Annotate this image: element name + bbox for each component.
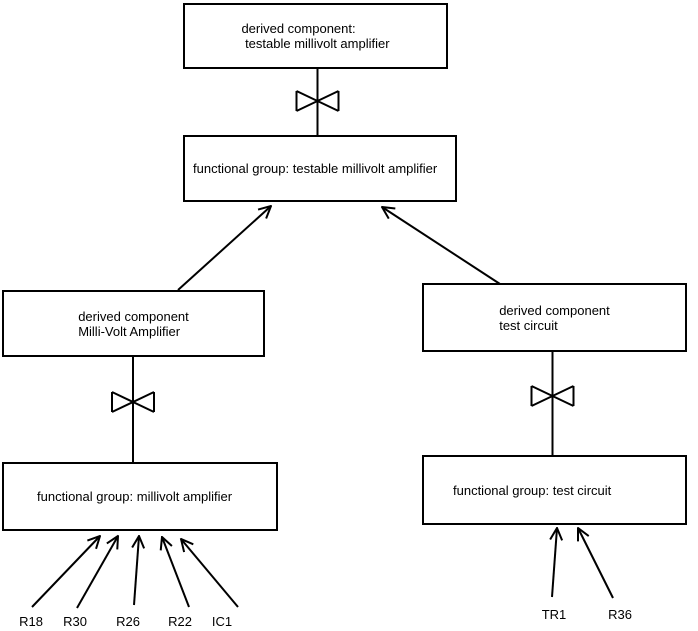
arrow-rightderived-to-topfunctional — [382, 207, 501, 285]
node-label: functional group: test circuit — [453, 482, 612, 498]
node-label: derived component test circuit — [499, 302, 610, 333]
arrow-leftderived-to-topfunctional — [177, 206, 271, 291]
arrow-r30 — [76, 536, 118, 609]
component-label-tr1: TR1 — [541, 607, 567, 622]
bowtie-icon — [530, 385, 575, 407]
node-label: functional group: millivolt amplifier — [37, 489, 233, 504]
node-functional-group-test-circuit: functional group: test circuit — [422, 455, 687, 525]
node-derived-test-circuit: derived component test circuit — [422, 283, 687, 352]
node-derived-milli-volt-amplifier: derived component Milli-Volt Amplifier — [2, 290, 265, 357]
node-label: derived component: testable millivolt am… — [241, 21, 390, 51]
bowtie-icon — [295, 90, 340, 112]
arrow-r26 — [134, 536, 139, 606]
component-label-r18: R18 — [19, 614, 43, 629]
arrow-ic1 — [181, 539, 239, 608]
node-functional-group-millivolt-amplifier: functional group: millivolt amplifier — [2, 462, 278, 531]
node-derived-testable-millivolt-amplifier: derived component: testable millivolt am… — [183, 3, 448, 69]
component-label-ic1: IC1 — [211, 614, 233, 629]
node-functional-group-testable-millivolt-amplifier: functional group: testable millivolt amp… — [183, 135, 457, 202]
node-label: functional group: testable millivolt amp… — [193, 161, 438, 176]
component-label-r26: R26 — [116, 614, 140, 629]
component-label-r30: R30 — [63, 614, 87, 629]
arrow-r36 — [578, 528, 614, 599]
bowtie-icon — [111, 391, 155, 413]
component-label-r22: R22 — [168, 614, 192, 629]
arrow-tr1 — [552, 528, 557, 598]
component-label-r36: R36 — [608, 607, 632, 622]
node-label: derived component Milli-Volt Amplifier — [78, 308, 189, 339]
arrow-r22 — [162, 537, 190, 608]
arrow-r18 — [31, 536, 100, 608]
